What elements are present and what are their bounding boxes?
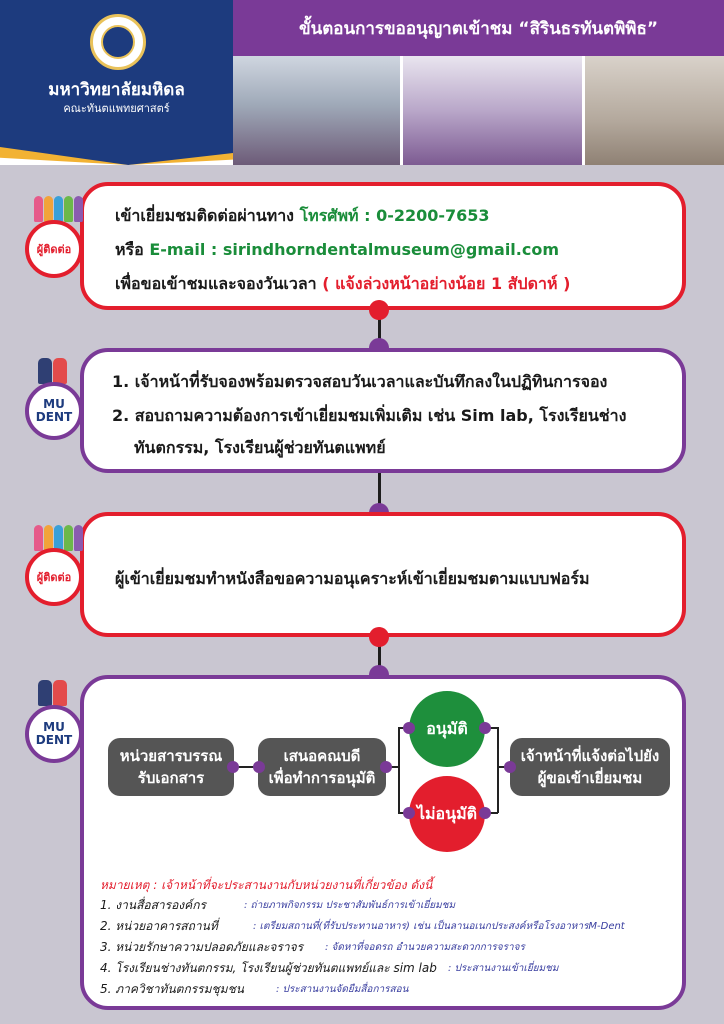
approved-circle: อนุมัติ: [409, 691, 485, 767]
contact-badge: ผู้ติดต่อ: [25, 220, 83, 278]
step-1-line-1: เข้าเยี่ยมชมติดต่อผ่านทาง โทรศัพท์ : 0-2…: [115, 204, 490, 229]
flow-line: [497, 727, 499, 813]
notify-visitor-line-2: ผู้ขอเข้าเยี่ยมชม: [537, 769, 643, 787]
step-4-box: [80, 675, 686, 1010]
note-item-label: 5. ภาควิชาทันตกรรมชุมชน: [100, 982, 244, 996]
connector-line: [378, 300, 381, 360]
records-unit-line-2: รับเอกสาร: [137, 769, 205, 787]
note-item-label: 1. งานสื่อสารองค์กร: [100, 898, 206, 912]
flow-dot: [479, 807, 491, 819]
contact-people-icon: [34, 525, 83, 551]
phone-number: โทรศัพท์ : 0-2200-7653: [299, 206, 490, 225]
step-2-item-1: 1. เจ้าหน้าที่รับจองพร้อมตรวจสอบวันเวลาแ…: [112, 372, 608, 391]
note-item-desc: : ถ่ายภาพกิจกรรม ประชาสัมพันธ์การเข้าเยี…: [244, 900, 456, 911]
flow-dot: [253, 761, 265, 773]
flow-line: [232, 766, 260, 768]
staff-people-icon: [38, 358, 67, 384]
notes-heading: หมายเหตุ : เจ้าหน้าที่จะประสานงานกับหน่ว…: [100, 878, 433, 892]
dean-approval-box: เสนอคณบดี เพื่อทำการอนุมัติ: [258, 738, 386, 796]
advance-notice-note: ( แจ้งล่วงหน้าอย่างน้อย 1 สัปดาห์ ): [322, 274, 571, 293]
step-1-line-2-text: หรือ: [115, 240, 144, 259]
connector-line: [378, 465, 381, 525]
university-name: มหาวิทยาลัยมหิดล: [48, 80, 185, 100]
university-seal-icon: [90, 14, 146, 70]
museum-photo: [584, 56, 724, 165]
notify-visitor-box: เจ้าหน้าที่แจ้งต่อไปยัง ผู้ขอเข้าเยี่ยมช…: [510, 738, 670, 796]
note-item-desc: : ประสานงานเข้าเยี่ยมชม: [448, 963, 559, 974]
flow-line: [485, 812, 498, 814]
flow-dot: [504, 761, 516, 773]
flow-dot: [479, 722, 491, 734]
connector-dot: [369, 627, 389, 647]
note-item-desc: : ประสานงานจัดยืมสื่อการสอน: [276, 984, 409, 995]
mudent-logo-top: MU: [43, 397, 65, 411]
museum-photo-strip: [233, 56, 724, 165]
step-1-line-1-text: เข้าเยี่ยมชมติดต่อผ่านทาง: [115, 206, 294, 225]
flow-line: [485, 727, 498, 729]
dean-approval-line-2: เพื่อทำการอนุมัติ: [268, 769, 376, 787]
notify-visitor-line-1: เจ้าหน้าที่แจ้งต่อไปยัง: [520, 747, 660, 765]
step-1-box: [80, 182, 686, 310]
museum-photo: [402, 56, 582, 165]
step-3-text: ผู้เข้าเยี่ยมชมทำหนังสือขอความอนุเคราะห์…: [115, 569, 590, 588]
flow-dot: [403, 722, 415, 734]
records-unit-line-1: หน่วยสารบรรณ: [119, 747, 223, 765]
rejected-circle: ไม่อนุมัติ: [409, 776, 485, 852]
step-2-item-2-cont: ทันตกรรม, โรงเรียนผู้ช่วยทันตแพทย์: [134, 438, 386, 457]
contact-badge: ผู้ติดต่อ: [25, 548, 83, 606]
step-1-line-3: เพื่อขอเข้าชมและจองวันเวลา ( แจ้งล่วงหน้…: [115, 272, 570, 297]
step-3-box: [80, 512, 686, 637]
faculty-name: คณะทันตแพทยศาสตร์: [63, 102, 170, 115]
header: มหาวิทยาลัยมหิดล คณะทันตแพทยศาสตร์ ขั้นต…: [0, 0, 724, 165]
records-unit-box: หน่วยสารบรรณ รับเอกสาร: [108, 738, 234, 796]
contact-people-icon: [34, 196, 83, 222]
university-logo-panel: มหาวิทยาลัยมหิดล คณะทันตแพทยศาสตร์: [0, 0, 233, 165]
step-2-item-2: 2. สอบถามความต้องการเข้าเยี่ยมชมเพิ่มเติ…: [112, 406, 627, 425]
note-item-label: 4. โรงเรียนช่างทันตกรรม, โรงเรียนผู้ช่วย…: [100, 961, 437, 975]
staff-people-icon: [38, 680, 67, 706]
step-2-box: [80, 348, 686, 473]
note-item-desc: : จัดหาที่จอดรถ อำนวยความสะดวกการจราจร: [325, 942, 525, 953]
mudent-logo-bottom: DENT: [35, 733, 73, 747]
note-item-label: 3. หน่วยรักษาความปลอดภัยและจราจร: [100, 940, 304, 954]
page-title: ขั้นตอนการขออนุญาตเข้าชม “สิรินธรทันตพิพ…: [233, 0, 724, 56]
mudent-logo-bottom: DENT: [35, 410, 73, 424]
flow-dot: [380, 761, 392, 773]
connector-line: [378, 628, 381, 688]
email-address: E-mail : sirindhorndentalmuseum@gmail.co…: [149, 240, 560, 259]
flow-dot: [403, 807, 415, 819]
step-1-line-2: หรือ E-mail : sirindhorndentalmuseum@gma…: [115, 238, 559, 263]
note-item-desc: : เตรียมสถานที่(ที่รับประทานอาหาร) เช่น …: [253, 921, 625, 932]
step-1-line-3-text: เพื่อขอเข้าชมและจองวันเวลา: [115, 274, 317, 293]
flow-line: [398, 727, 400, 813]
museum-photo: [233, 56, 400, 165]
mudent-logo-top: MU: [43, 720, 65, 734]
gold-wave-decoration: [0, 147, 233, 165]
flow-dot: [227, 761, 239, 773]
dean-approval-line-1: เสนอคณบดี: [283, 747, 361, 765]
note-item-label: 2. หน่วยอาคารสถานที่: [100, 919, 218, 933]
connector-dot: [369, 300, 389, 320]
